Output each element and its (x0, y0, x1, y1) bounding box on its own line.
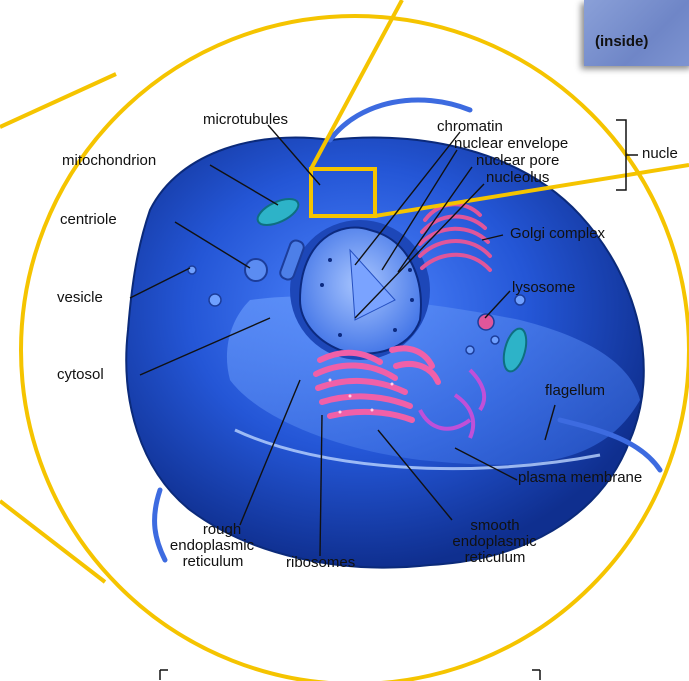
label-ribosomes: ribosomes (286, 555, 355, 571)
label-nucleus-group: nucle (642, 146, 678, 162)
label-chromatin: chromatin (437, 119, 503, 135)
label-golgi-complex: Golgi complex (510, 226, 605, 242)
label-smooth-er-line1: smooth (440, 518, 550, 534)
nucleus (290, 220, 430, 360)
label-nuclear-envelope: nuclear envelope (454, 136, 568, 152)
label-nuclear-pore: nuclear pore (476, 153, 559, 169)
label-rough-er-line2: endoplasmic (152, 538, 272, 554)
label-smooth-er-line3: reticulum (440, 550, 550, 566)
inset-label: (inside) (595, 34, 648, 50)
label-rough-er-line1: rough (172, 522, 272, 538)
label-vesicle: vesicle (57, 290, 103, 306)
label-mitochondrion: mitochondrion (62, 153, 156, 169)
label-flagellum: flagellum (545, 383, 605, 399)
label-rough-er-line3: reticulum (158, 554, 268, 570)
label-centriole: centriole (60, 212, 117, 228)
bottom-marks (160, 670, 540, 680)
label-nucleolus: nucleolus (486, 170, 549, 186)
label-cytosol: cytosol (57, 367, 104, 383)
label-lysosome: lysosome (512, 280, 575, 296)
nucleus-bracket (616, 120, 638, 190)
label-plasma-membrane: plasma membrane (518, 470, 642, 486)
label-smooth-er-line2: endoplasmic (432, 534, 557, 550)
label-microtubules: microtubules (203, 112, 288, 128)
